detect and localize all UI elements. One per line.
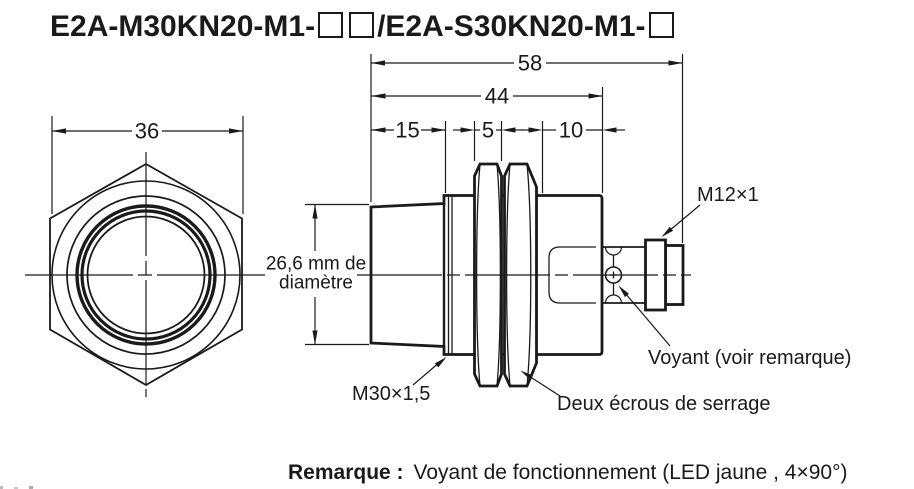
dim-face-diameter: 26,6 mm de diamètre [266,203,369,346]
note-label: Remarque : [288,461,404,484]
dim-body-44: 44 [371,84,603,109]
dim-36-label: 36 [135,119,159,144]
dim-44-label: 44 [485,84,509,109]
dim-across-flats: 36 [51,116,244,214]
dim-extension-lines [370,54,684,243]
dim-58-label: 58 [518,51,542,76]
callout-body-thread: M30×1,5 [352,357,447,405]
dim-5-label: 5 [482,118,494,143]
indicator-label: Voyant (voir remarque) [648,347,851,369]
dim-head-15: 15 [371,118,446,143]
face-diameter-line2: diamètre [279,273,353,294]
model-placeholder-box [349,12,375,38]
callout-indicator: Voyant (voir remarque) [618,285,851,369]
face-diameter-line1: 26,6 mm de [266,254,366,275]
note-text: Voyant de fonctionnement (LED jaune , 4×… [413,461,848,484]
hexagon-outline [49,162,243,387]
dim-overall-58: 58 [371,51,683,76]
callout-m12-thread: M12×1 [661,184,759,237]
led-window-top [604,246,623,256]
connector-thread-label: M12×1 [697,184,759,206]
title-part2: /E2A-S30KN20-M1- [377,10,646,43]
led-window-bottom [604,294,623,304]
model-placeholder-box [318,12,344,38]
model-placeholder-box [648,12,674,38]
callout-clamping-nuts: Deux écrous de serrage [520,370,770,415]
footnote: Remarque : Voyant de fonctionnement (LED … [288,461,847,485]
page-title: E2A-M30KN20-M1- /E2A-S30KN20-M1- [50,10,677,44]
dim-15-label: 15 [395,118,419,143]
cutoff-artifact [14,487,18,489]
clamping-nuts-label: Deux écrous de serrage [557,393,770,415]
cutoff-artifact [29,486,33,489]
dim-nut-5: 5 [453,118,523,143]
cutoff-artifact [0,486,3,489]
side-view [357,162,691,388]
dim-rear-10: 10 [521,118,625,143]
body-thread-label: M30×1,5 [352,383,430,405]
title-part1: E2A-M30KN20-M1- [50,10,316,43]
dim-10-label: 10 [559,118,583,143]
front-view [25,152,268,397]
